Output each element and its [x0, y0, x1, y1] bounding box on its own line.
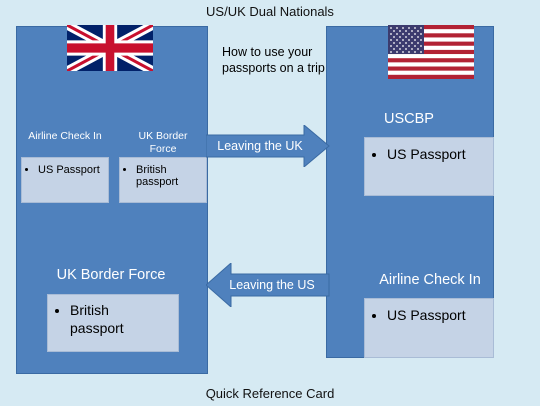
leaving-us-label: Leaving the US — [229, 278, 315, 292]
uk-border-force-departure-label: UK Border Force — [138, 130, 188, 155]
how-to-text: How to use your passports on a trip — [222, 45, 325, 75]
us-cbp-card: US Passport — [364, 137, 494, 196]
uk-airline-checkin-item: US Passport — [38, 164, 108, 176]
uk-border-force-departure-item: British passport — [136, 164, 196, 188]
uk-border-force-arrival-card: British passport — [47, 294, 179, 352]
page-title: US/UK Dual Nationals — [206, 4, 334, 19]
arrow-right-icon — [206, 125, 330, 167]
arrow-left-icon — [206, 263, 330, 307]
uk-airline-checkin-label: Airline Check In — [28, 130, 102, 142]
uk-border-force-arrival-item: British passport — [70, 301, 160, 337]
uk-flag-icon — [67, 25, 153, 71]
us-airline-checkin-item: US Passport — [387, 307, 493, 323]
us-airline-checkin-label: Airline Check In — [379, 272, 481, 288]
uk-airline-checkin-card: US Passport — [21, 157, 109, 203]
us-cbp-label: USCBP — [384, 111, 434, 127]
us-flag-icon — [388, 25, 474, 79]
us-cbp-item: US Passport — [387, 146, 493, 162]
uk-border-force-arrival-label: UK Border Force — [56, 267, 166, 283]
uk-border-force-departure-card: British passport — [119, 157, 207, 203]
footer-label: Quick Reference Card — [205, 386, 335, 401]
us-airline-checkin-card: US Passport — [364, 298, 494, 358]
leaving-uk-label: Leaving the UK — [217, 139, 303, 153]
